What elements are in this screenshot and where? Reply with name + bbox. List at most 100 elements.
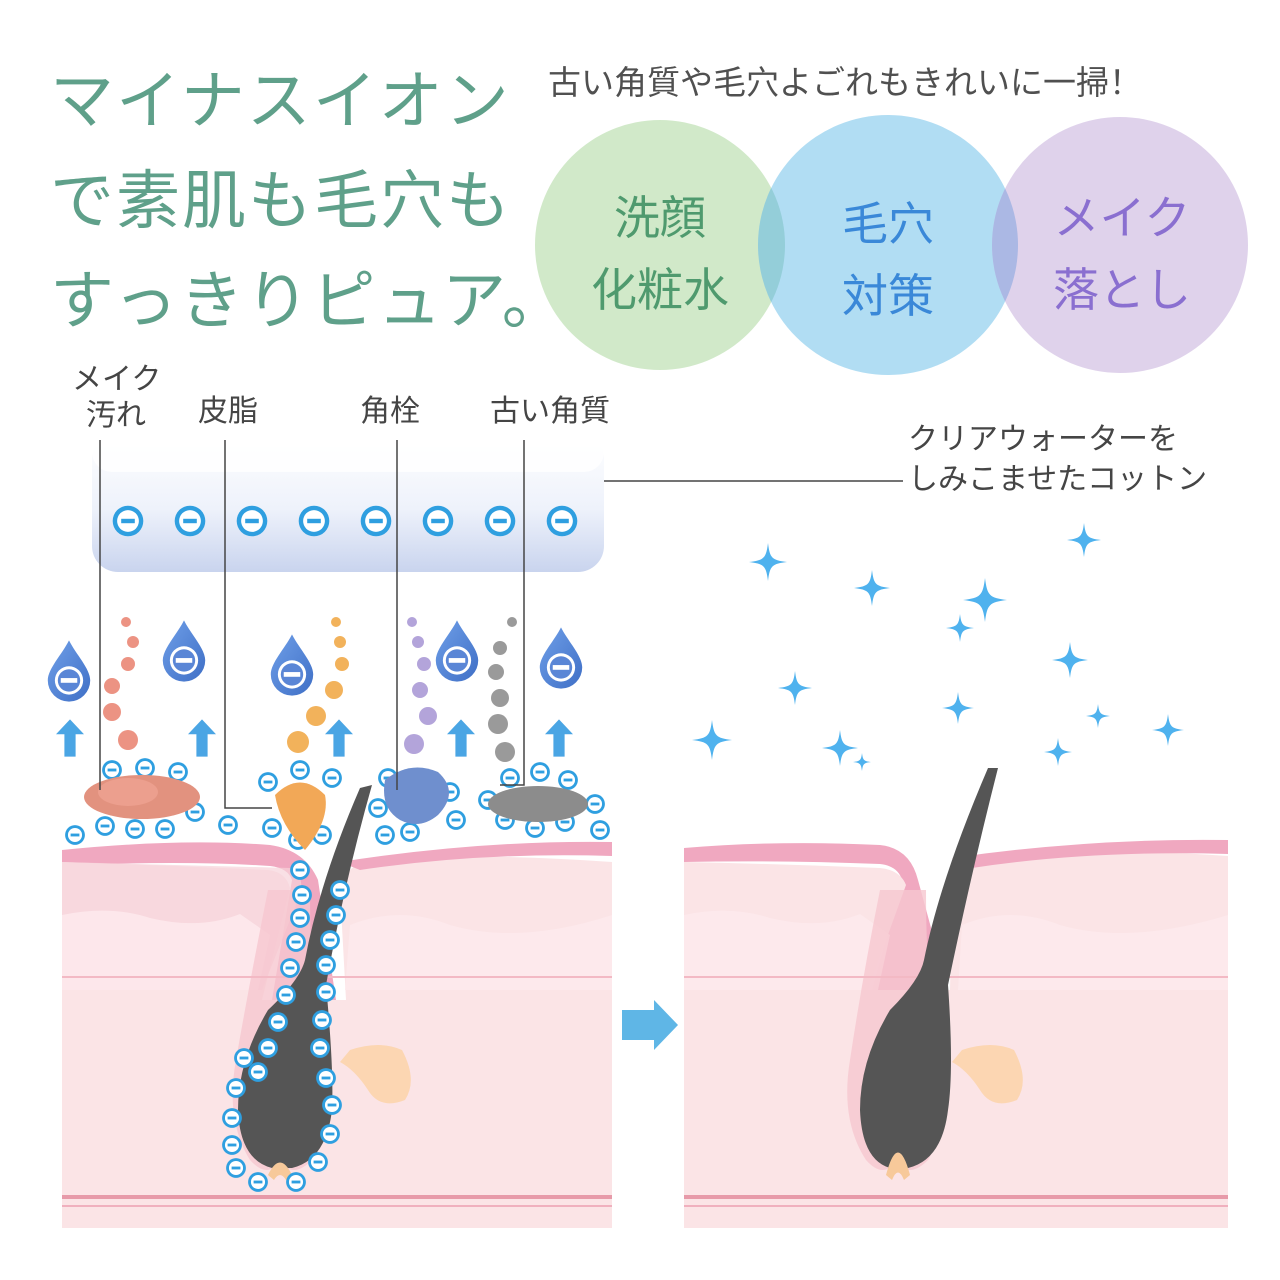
circle-minus-icon bbox=[125, 819, 145, 839]
sparkle-icon bbox=[963, 578, 1007, 622]
sparkle-icon bbox=[749, 543, 787, 581]
particle-dot bbox=[331, 617, 341, 627]
sparkle-icon bbox=[778, 671, 812, 705]
water-drop-icon bbox=[270, 634, 314, 696]
circle-minus-icon bbox=[222, 1108, 242, 1128]
circle-minus-icon bbox=[558, 770, 578, 790]
particle-dot bbox=[407, 617, 417, 627]
circle-minus-icon bbox=[290, 908, 310, 928]
circle-minus-icon bbox=[308, 1152, 328, 1172]
label-cotton: クリアウォーターを しみこませたコットン bbox=[908, 420, 1207, 500]
arrow-right-icon bbox=[622, 1000, 678, 1050]
circle-minus-icon bbox=[286, 932, 306, 952]
circle-1-line-1: 洗顔 bbox=[614, 191, 706, 245]
particle-dot bbox=[121, 617, 131, 627]
circle-minus-icon bbox=[375, 825, 395, 845]
arrow-up-icon bbox=[325, 719, 353, 757]
particle-dot bbox=[121, 657, 135, 671]
label-makeup-line-1: メイク bbox=[72, 362, 162, 397]
circle-minus-icon bbox=[155, 819, 175, 839]
dirt-particles bbox=[84, 617, 588, 850]
skin-before bbox=[62, 758, 612, 1228]
circle-minus-icon bbox=[322, 768, 342, 788]
particle-dot bbox=[488, 664, 504, 680]
circle-1-line-2: 化粧水 bbox=[591, 263, 729, 317]
circle-minus-icon bbox=[286, 1172, 306, 1192]
skin-after bbox=[684, 768, 1228, 1228]
circle-minus-icon bbox=[290, 860, 310, 880]
circle-minus-icon bbox=[422, 505, 454, 537]
particle-dot bbox=[507, 617, 517, 627]
particle-dot bbox=[306, 706, 326, 726]
circle-label-pore: 毛穴 対策 bbox=[768, 188, 1008, 332]
label-makeup-line-2: 汚れ bbox=[86, 398, 146, 433]
circle-minus-icon bbox=[248, 1172, 268, 1192]
circle-minus-icon bbox=[360, 505, 392, 537]
headline: マイナスイオン で素肌も毛穴も すっきりピュア。 bbox=[50, 52, 568, 352]
circle-minus-icon bbox=[292, 885, 312, 905]
circle-minus-icon bbox=[546, 505, 578, 537]
circle-minus-icon bbox=[258, 772, 278, 792]
circle-minus-icon bbox=[226, 1078, 246, 1098]
sparkle-icon bbox=[942, 692, 974, 724]
circle-minus-icon bbox=[330, 880, 350, 900]
water-drop-icon bbox=[435, 620, 479, 682]
circle-minus-icon bbox=[326, 905, 346, 925]
circle-minus-icon bbox=[258, 1038, 278, 1058]
circle-minus-icon bbox=[400, 822, 420, 842]
circle-makeup-removal bbox=[992, 117, 1248, 373]
particle-dot bbox=[493, 641, 507, 655]
circle-minus-icon bbox=[530, 762, 550, 782]
sparkle-icon bbox=[692, 720, 732, 760]
headline-line-2: で素肌も毛穴も bbox=[50, 165, 512, 239]
particle-dot bbox=[495, 742, 515, 762]
circle-minus-icon bbox=[135, 758, 155, 778]
sparkle-icon bbox=[1086, 704, 1110, 728]
particle-dot bbox=[412, 682, 428, 698]
particle-dot bbox=[417, 657, 431, 671]
arrow-up-icon bbox=[56, 719, 84, 757]
circle-minus-icon bbox=[280, 958, 300, 978]
sebum-blob bbox=[275, 782, 326, 850]
venn-diagram bbox=[535, 115, 1248, 375]
label-sebum: 皮脂 bbox=[198, 394, 258, 429]
circle-minus-icon bbox=[65, 825, 85, 845]
sparkle-icon bbox=[1052, 642, 1088, 678]
circle-minus-icon bbox=[446, 810, 466, 830]
tagline: 古い角質や毛穴よごれもきれいに一掃！ bbox=[548, 63, 1142, 102]
circle-minus-icon bbox=[316, 955, 336, 975]
circle-minus-icon bbox=[95, 816, 115, 836]
particle-dot bbox=[103, 703, 121, 721]
sparkle-icon bbox=[854, 570, 890, 606]
particle-dot bbox=[334, 636, 346, 648]
particle-dot bbox=[127, 636, 139, 648]
headline-line-3: すっきりピュア。 bbox=[50, 265, 568, 339]
sparkle-icon bbox=[1152, 714, 1184, 746]
circle-label-makeup: メイク 落とし bbox=[1002, 182, 1242, 326]
headline-line-1: マイナスイオン bbox=[50, 65, 511, 139]
circle-minus-icon bbox=[484, 505, 516, 537]
particle-dot bbox=[325, 681, 343, 699]
circle-minus-icon bbox=[316, 1068, 336, 1088]
circle-minus-icon bbox=[174, 505, 206, 537]
circle-minus-icon bbox=[320, 930, 340, 950]
label-makeup-dirt: メイク 汚れ bbox=[72, 362, 161, 434]
circle-2-line-2: 対策 bbox=[842, 269, 934, 323]
water-drop-icon bbox=[539, 627, 583, 689]
circle-minus-icon bbox=[234, 1048, 254, 1068]
hair-clean bbox=[860, 768, 998, 1168]
particle-dot bbox=[287, 731, 309, 753]
circle-2-line-1: 毛穴 bbox=[842, 197, 934, 251]
sparkle-icon bbox=[822, 730, 858, 766]
particle-dot bbox=[412, 636, 424, 648]
circle-minus-icon bbox=[310, 1038, 330, 1058]
sparkle-icon bbox=[1044, 738, 1072, 766]
sparkle-icon bbox=[1067, 523, 1101, 557]
label-old-keratin: 古い角質 bbox=[490, 394, 610, 429]
pore-plug bbox=[384, 767, 449, 824]
circle-minus-icon bbox=[226, 1158, 246, 1178]
particle-dot bbox=[104, 678, 120, 694]
circle-minus-icon bbox=[290, 760, 310, 780]
circle-minus-icon bbox=[312, 1010, 332, 1030]
